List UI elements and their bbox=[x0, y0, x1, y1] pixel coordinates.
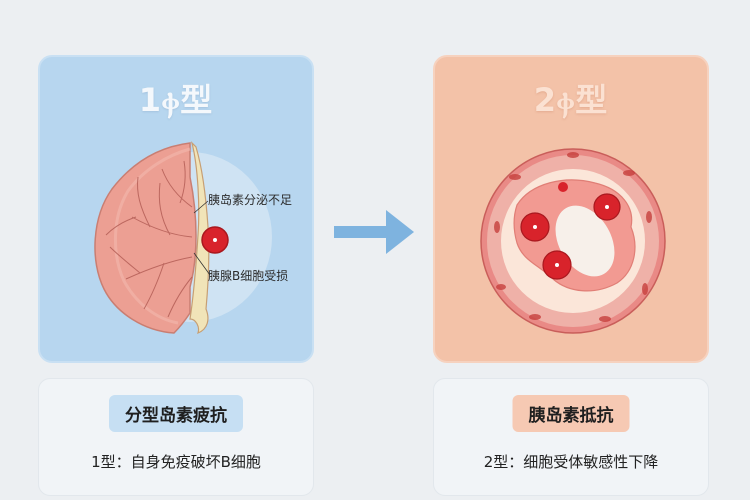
type2-title: 2ⲫ型 bbox=[533, 81, 609, 119]
type2-panel: 2ⲫ型 bbox=[433, 55, 709, 363]
type1-tag: 分型岛素疲抗 bbox=[109, 395, 243, 432]
type2-tag: 胰岛素抵抗 bbox=[512, 395, 630, 432]
type1-description: 1型：自身免疫破坏B细胞 bbox=[91, 453, 261, 471]
type2-description: 2型：细胞受体敏感性下降 bbox=[483, 453, 659, 471]
right-arrow-icon bbox=[334, 210, 414, 254]
type2-card: 胰岛素抵抗 2型：细胞受体敏感性下降 bbox=[433, 378, 709, 496]
pancreas-illustration bbox=[94, 141, 272, 335]
type1-title: 1ⲫ型 bbox=[138, 81, 214, 119]
insulin-deficiency-label: 胰岛素分泌不足 bbox=[208, 193, 293, 207]
type1-panel: 1ⲫ型 胰岛素分泌不足 胰腺B细胞受损 bbox=[38, 55, 314, 363]
cell-illustration bbox=[480, 148, 666, 334]
type1-card: 分型岛素疲抗 1型：自身免疫破坏B细胞 bbox=[38, 378, 314, 496]
beta-cell-damage-label: 胰腺B细胞受损 bbox=[208, 269, 289, 283]
